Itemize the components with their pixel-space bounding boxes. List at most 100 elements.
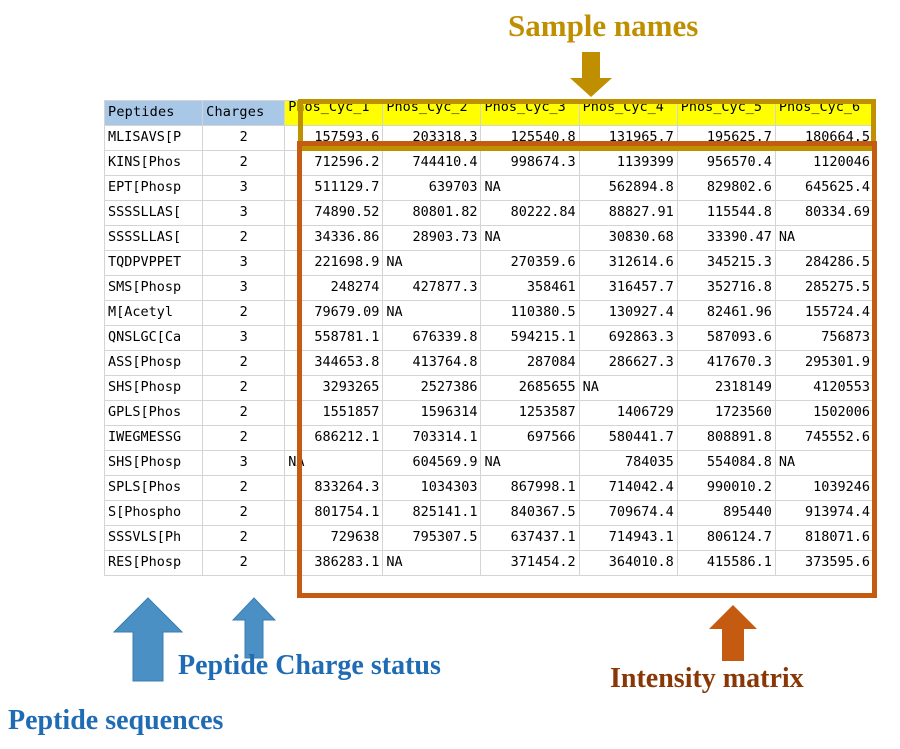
cell-intensity-sample-3[interactable]: 637437.1 xyxy=(480,525,580,551)
cell-intensity-sample-3[interactable]: 867998.1 xyxy=(480,475,580,501)
cell-intensity-sample-6[interactable]: 645625.4 xyxy=(774,175,875,201)
cell-peptide[interactable]: SSSVLS[Ph xyxy=(103,525,204,551)
cell-charge[interactable]: 2 xyxy=(202,125,286,151)
cell-charge[interactable]: 2 xyxy=(202,475,286,501)
cell-peptide[interactable]: SHS[Phosp xyxy=(103,450,204,476)
cell-intensity-sample-4[interactable]: 714943.1 xyxy=(578,525,678,551)
cell-intensity-sample-4[interactable]: 580441.7 xyxy=(578,425,678,451)
cell-intensity-sample-1[interactable]: 79679.09 xyxy=(284,300,384,326)
cell-intensity-sample-1[interactable]: 386283.1 xyxy=(284,550,384,576)
cell-charge[interactable]: 3 xyxy=(202,325,286,351)
cell-intensity-sample-4[interactable]: 1139399 xyxy=(578,150,678,176)
cell-intensity-sample-4[interactable]: 364010.8 xyxy=(578,550,678,576)
cell-intensity-sample-1[interactable]: 34336.86 xyxy=(284,225,384,251)
cell-peptide[interactable]: QNSLGC[Ca xyxy=(103,325,204,351)
cell-intensity-sample-1[interactable]: 248274 xyxy=(284,275,384,301)
cell-intensity-sample-4[interactable]: 709674.4 xyxy=(578,500,678,526)
cell-intensity-sample-4[interactable]: 784035 xyxy=(578,450,678,476)
cell-intensity-sample-2[interactable]: 744410.4 xyxy=(382,150,482,176)
column-header-charges[interactable]: Charges xyxy=(202,100,286,126)
cell-intensity-sample-2[interactable]: NA xyxy=(382,250,482,276)
cell-peptide[interactable]: KINS[Phos xyxy=(103,150,204,176)
cell-intensity-sample-4[interactable]: 312614.6 xyxy=(578,250,678,276)
cell-charge[interactable]: 3 xyxy=(202,450,286,476)
cell-intensity-sample-2[interactable]: 676339.8 xyxy=(382,325,482,351)
cell-intensity-sample-1[interactable]: 833264.3 xyxy=(284,475,384,501)
cell-intensity-sample-2[interactable]: 1034303 xyxy=(382,475,482,501)
cell-intensity-sample-5[interactable]: 352716.8 xyxy=(676,275,776,301)
cell-intensity-sample-3[interactable]: NA xyxy=(480,450,580,476)
cell-intensity-sample-1[interactable]: 801754.1 xyxy=(284,500,384,526)
cell-intensity-sample-1[interactable]: 157593.6 xyxy=(284,125,384,151)
cell-intensity-sample-5[interactable]: 33390.47 xyxy=(676,225,776,251)
cell-charge[interactable]: 2 xyxy=(202,300,286,326)
cell-intensity-sample-2[interactable]: 28903.73 xyxy=(382,225,482,251)
cell-intensity-sample-5[interactable]: 808891.8 xyxy=(676,425,776,451)
cell-intensity-sample-3[interactable]: 371454.2 xyxy=(480,550,580,576)
cell-charge[interactable]: 2 xyxy=(202,525,286,551)
cell-peptide[interactable]: ASS[Phosp xyxy=(103,350,204,376)
column-header-sample-1[interactable]: Phos_Cyc_1 xyxy=(284,100,384,126)
cell-intensity-sample-6[interactable]: 4120553 xyxy=(774,375,875,401)
cell-intensity-sample-6[interactable]: 1039246 xyxy=(774,475,875,501)
cell-intensity-sample-2[interactable]: 413764.8 xyxy=(382,350,482,376)
intensity-spreadsheet[interactable]: Peptides Charges Phos_Cyc_1 Phos_Cyc_2 P… xyxy=(103,100,875,576)
cell-intensity-sample-3[interactable]: 110380.5 xyxy=(480,300,580,326)
cell-intensity-sample-5[interactable]: 417670.3 xyxy=(676,350,776,376)
cell-intensity-sample-5[interactable]: 345215.3 xyxy=(676,250,776,276)
column-header-sample-6[interactable]: Phos_Cyc_6 xyxy=(774,100,875,126)
cell-intensity-sample-5[interactable]: 829802.6 xyxy=(676,175,776,201)
cell-charge[interactable]: 2 xyxy=(202,350,286,376)
cell-intensity-sample-3[interactable]: 697566 xyxy=(480,425,580,451)
cell-peptide[interactable]: IWEGMESSG xyxy=(103,425,204,451)
cell-intensity-sample-1[interactable]: 511129.7 xyxy=(284,175,384,201)
cell-charge[interactable]: 2 xyxy=(202,500,286,526)
column-header-sample-2[interactable]: Phos_Cyc_2 xyxy=(382,100,482,126)
cell-intensity-sample-1[interactable]: 729638 xyxy=(284,525,384,551)
cell-intensity-sample-4[interactable]: 131965.7 xyxy=(578,125,678,151)
cell-intensity-sample-4[interactable]: 316457.7 xyxy=(578,275,678,301)
cell-intensity-sample-3[interactable]: 270359.6 xyxy=(480,250,580,276)
cell-peptide[interactable]: SPLS[Phos xyxy=(103,475,204,501)
cell-charge[interactable]: 3 xyxy=(202,175,286,201)
cell-peptide[interactable]: EPT[Phosp xyxy=(103,175,204,201)
cell-intensity-sample-4[interactable]: 30830.68 xyxy=(578,225,678,251)
cell-intensity-sample-1[interactable]: 712596.2 xyxy=(284,150,384,176)
cell-intensity-sample-2[interactable]: 639703 xyxy=(382,175,482,201)
cell-intensity-sample-5[interactable]: 956570.4 xyxy=(676,150,776,176)
cell-intensity-sample-6[interactable]: 180664.5 xyxy=(774,125,875,151)
cell-intensity-sample-4[interactable]: 562894.8 xyxy=(578,175,678,201)
cell-intensity-sample-1[interactable]: 344653.8 xyxy=(284,350,384,376)
cell-intensity-sample-6[interactable]: 1120046 xyxy=(774,150,875,176)
cell-intensity-sample-1[interactable]: 74890.52 xyxy=(284,200,384,226)
cell-charge[interactable]: 2 xyxy=(202,550,286,576)
cell-intensity-sample-6[interactable]: 284286.5 xyxy=(774,250,875,276)
cell-intensity-sample-6[interactable]: 80334.69 xyxy=(774,200,875,226)
cell-peptide[interactable]: TQDPVPPET xyxy=(103,250,204,276)
cell-charge[interactable]: 2 xyxy=(202,375,286,401)
cell-intensity-sample-4[interactable]: 1406729 xyxy=(578,400,678,426)
cell-intensity-sample-6[interactable]: 373595.6 xyxy=(774,550,875,576)
cell-intensity-sample-5[interactable]: 195625.7 xyxy=(676,125,776,151)
cell-intensity-sample-5[interactable]: 1723560 xyxy=(676,400,776,426)
cell-intensity-sample-1[interactable]: 3293265 xyxy=(284,375,384,401)
cell-intensity-sample-4[interactable]: 714042.4 xyxy=(578,475,678,501)
cell-intensity-sample-5[interactable]: 82461.96 xyxy=(676,300,776,326)
column-header-sample-4[interactable]: Phos_Cyc_4 xyxy=(578,100,678,126)
cell-intensity-sample-6[interactable]: 745552.6 xyxy=(774,425,875,451)
cell-intensity-sample-1[interactable]: 1551857 xyxy=(284,400,384,426)
cell-charge[interactable]: 2 xyxy=(202,425,286,451)
cell-intensity-sample-6[interactable]: 756873 xyxy=(774,325,875,351)
cell-intensity-sample-2[interactable]: 703314.1 xyxy=(382,425,482,451)
cell-intensity-sample-1[interactable]: 558781.1 xyxy=(284,325,384,351)
